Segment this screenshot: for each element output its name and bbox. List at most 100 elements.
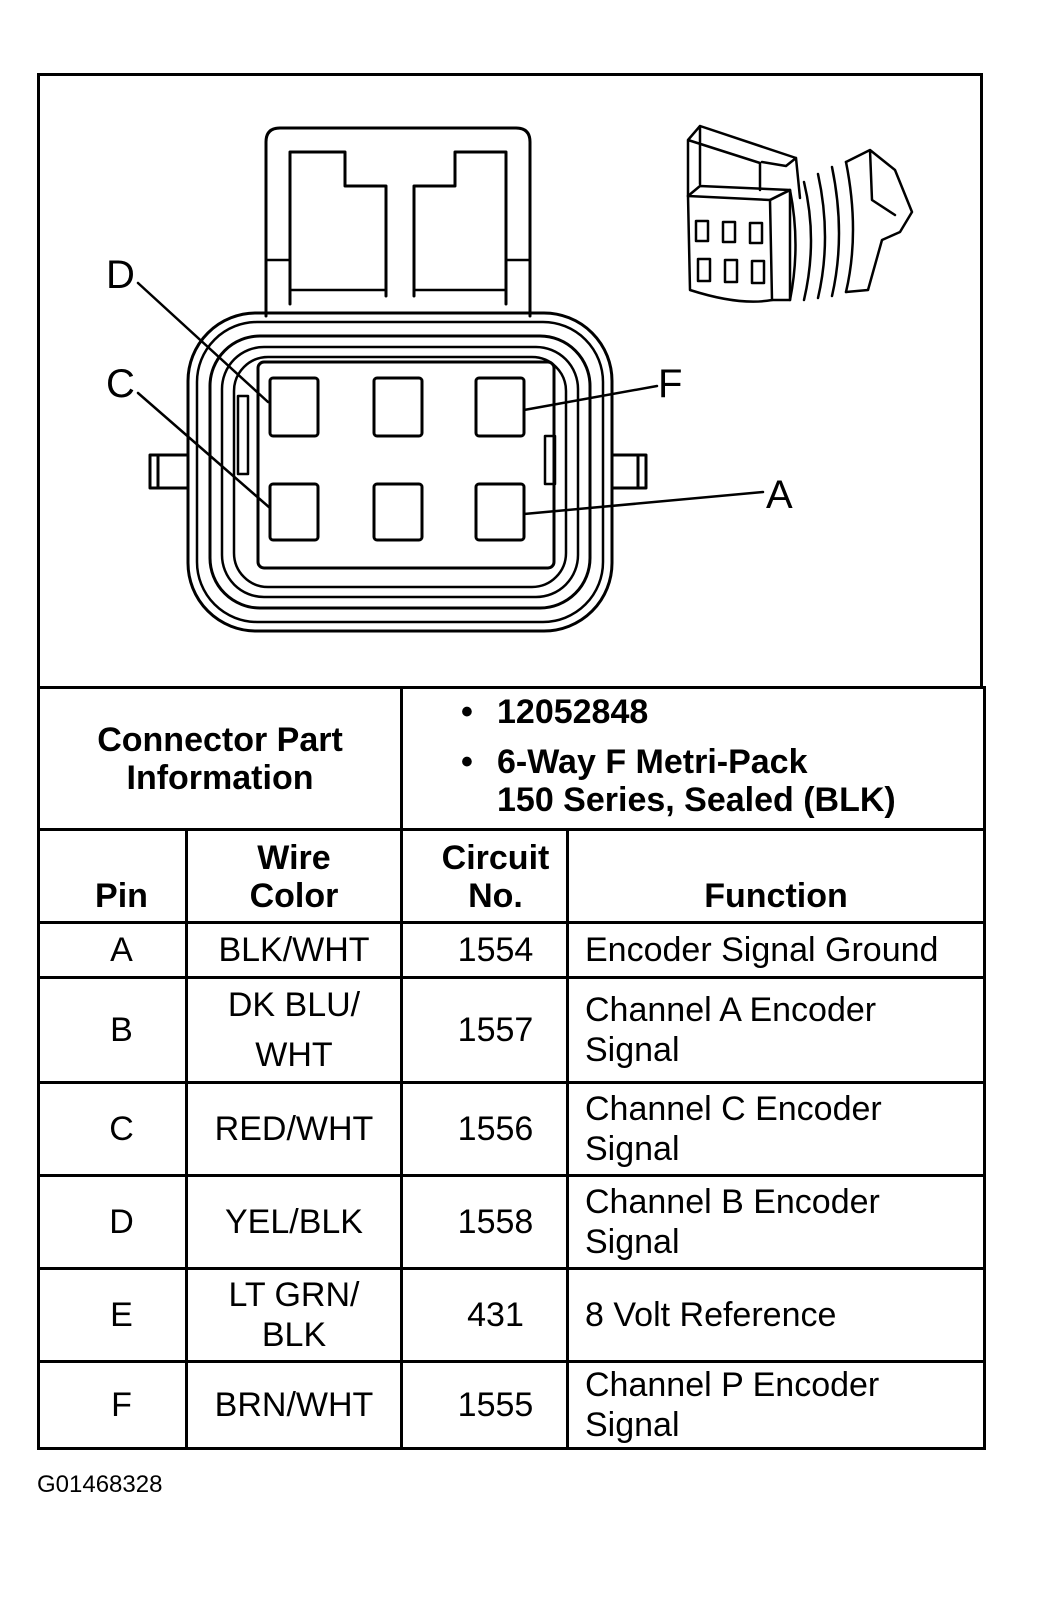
figure-id: G01468328 [37,1471,163,1498]
wire-color-text: LT GRN/ [228,1276,360,1314]
body-outline-3 [208,334,592,610]
function-text: Signal [585,1406,680,1444]
wire-color-text: YEL/BLK [225,1203,363,1241]
part-number: 12052848 [497,693,649,731]
connector-description-line: 6-Way F Metri-Pack [497,743,808,781]
wire-color-text: BLK [261,1316,327,1354]
right-keyway [543,434,557,486]
connector-info-details-cell: •12052848 •6-Way F Metri-Pack 150 Series… [400,686,986,831]
front-face [686,194,774,303]
slot-3d-3 [748,221,764,245]
pin-cell: F [37,1360,188,1450]
slot-3d-5 [723,258,739,284]
connector-3d-view [686,124,914,303]
connector-face-view [136,126,765,633]
latch-3d [686,124,802,200]
pin-label-d: D [106,253,135,297]
connector-info-label-line: Connector Part [97,720,343,759]
wire-color-text: DK BLU/ [227,986,361,1024]
header-pin: Pin [37,828,188,924]
wire-color-cell: BLK/WHT [185,921,403,979]
header-wire-color-label: Color [249,877,339,915]
circuit-number-cell: 431 [400,1267,569,1363]
circuit-number-cell: 1558 [400,1174,569,1270]
wire-color-cell: BRN/WHT [185,1360,403,1450]
circuit-number-text: 1557 [457,1011,534,1049]
header-circuit-number: Circuit No. [400,828,569,924]
connector-drawing: D C F A [106,124,914,633]
function-cell: Channel B Encoder Signal [566,1174,986,1270]
pin-cavity-top-middle [372,376,424,438]
pin-cavity-bottom-right [474,482,526,542]
left-side-tab [148,453,190,490]
slot-3d-2 [721,220,737,244]
connector-info-label-cell: Connector Part Information [37,686,403,831]
wire-color-cell: RED/WHT [185,1081,403,1177]
circuit-number-cell: 1557 [400,976,569,1084]
wire-color-text: RED/WHT [214,1110,374,1148]
pinout-row-f: F BRN/WHT 1555 Channel P Encoder Signal [37,1360,986,1450]
pin-cavity-bottom-left [268,482,320,542]
pin-cavity-top-right [474,376,526,438]
function-text: Channel C Encoder [585,1090,882,1128]
wire-color-text: BRN/WHT [214,1386,374,1424]
pin-field-outline [256,360,556,570]
circuit-number-text: 1554 [457,931,534,969]
locking-latch [264,126,532,318]
pin-cell: A [37,921,188,979]
function-text: Channel B Encoder [585,1183,880,1221]
header-circuit-label: No. [468,877,523,915]
wire-color-cell: LT GRN/ BLK [185,1267,403,1363]
pinout-row-a: A BLK/WHT 1554 Encoder Signal Ground [37,921,986,979]
left-keyway [236,394,250,476]
latch-outline [264,126,532,318]
slot-3d-1 [694,219,710,243]
connector-description-line: 150 Series, Sealed (BLK) [497,781,896,819]
pin-cell: E [37,1267,188,1363]
wire-color-text: WHT [255,1036,333,1074]
latch-detail-lines [264,258,532,292]
body-outline-4 [220,345,580,599]
pinout-row-c: C RED/WHT 1556 Channel C Encoder Signal [37,1081,986,1177]
header-function: Function [566,828,986,924]
connector-info-label-line: Information [126,758,314,797]
connector-info-row: Connector Part Information •12052848 •6-… [37,686,986,831]
leader-line-a [522,490,765,516]
function-cell: Channel P Encoder Signal [566,1360,986,1450]
function-text: Channel P Encoder [585,1366,880,1404]
pin-letter: D [109,1203,134,1241]
pin-label-c: C [106,362,135,406]
pin-cell: D [37,1174,188,1270]
seal-ribs [788,160,855,302]
connector-body [148,311,648,633]
bullet-icon: • [461,743,473,781]
pinout-row-d: D YEL/BLK 1558 Channel B Encoder Signal [37,1174,986,1270]
latch-inner-outline [288,150,508,306]
header-circuit-label: Circuit [441,839,550,877]
function-text: Channel A Encoder [585,991,877,1029]
pin-cell: C [37,1081,188,1177]
function-text: 8 Volt Reference [585,1296,837,1334]
right-side-tab [610,453,648,490]
header-function-label: Function [704,877,848,915]
pin-cavities [268,376,526,542]
body-outline-2 [195,320,605,624]
side-face [768,188,792,302]
wire-color-text: BLK/WHT [218,931,370,969]
pinout-row-b: B DK BLU/ WHT 1557 Channel A Encoder Sig… [37,976,986,1084]
pin-cavity-top-left [268,376,320,438]
leader-line-d [136,281,270,404]
table-header-row: Pin Wire Color Circuit No. Function [37,828,986,924]
body-outline-5 [232,355,568,589]
function-cell: Channel A Encoder Signal [566,976,986,1084]
slot-3d-4 [696,257,712,283]
pin-label-f: F [658,362,682,406]
function-cell: Channel C Encoder Signal [566,1081,986,1177]
function-text: Signal [585,1223,680,1261]
rear-housing [844,148,914,294]
circuit-number-cell: 1554 [400,921,569,979]
leader-line-c [136,391,272,510]
header-wire-color-label: Wire [257,839,331,877]
wire-color-cell: YEL/BLK [185,1174,403,1270]
pin-letter: A [110,931,133,969]
